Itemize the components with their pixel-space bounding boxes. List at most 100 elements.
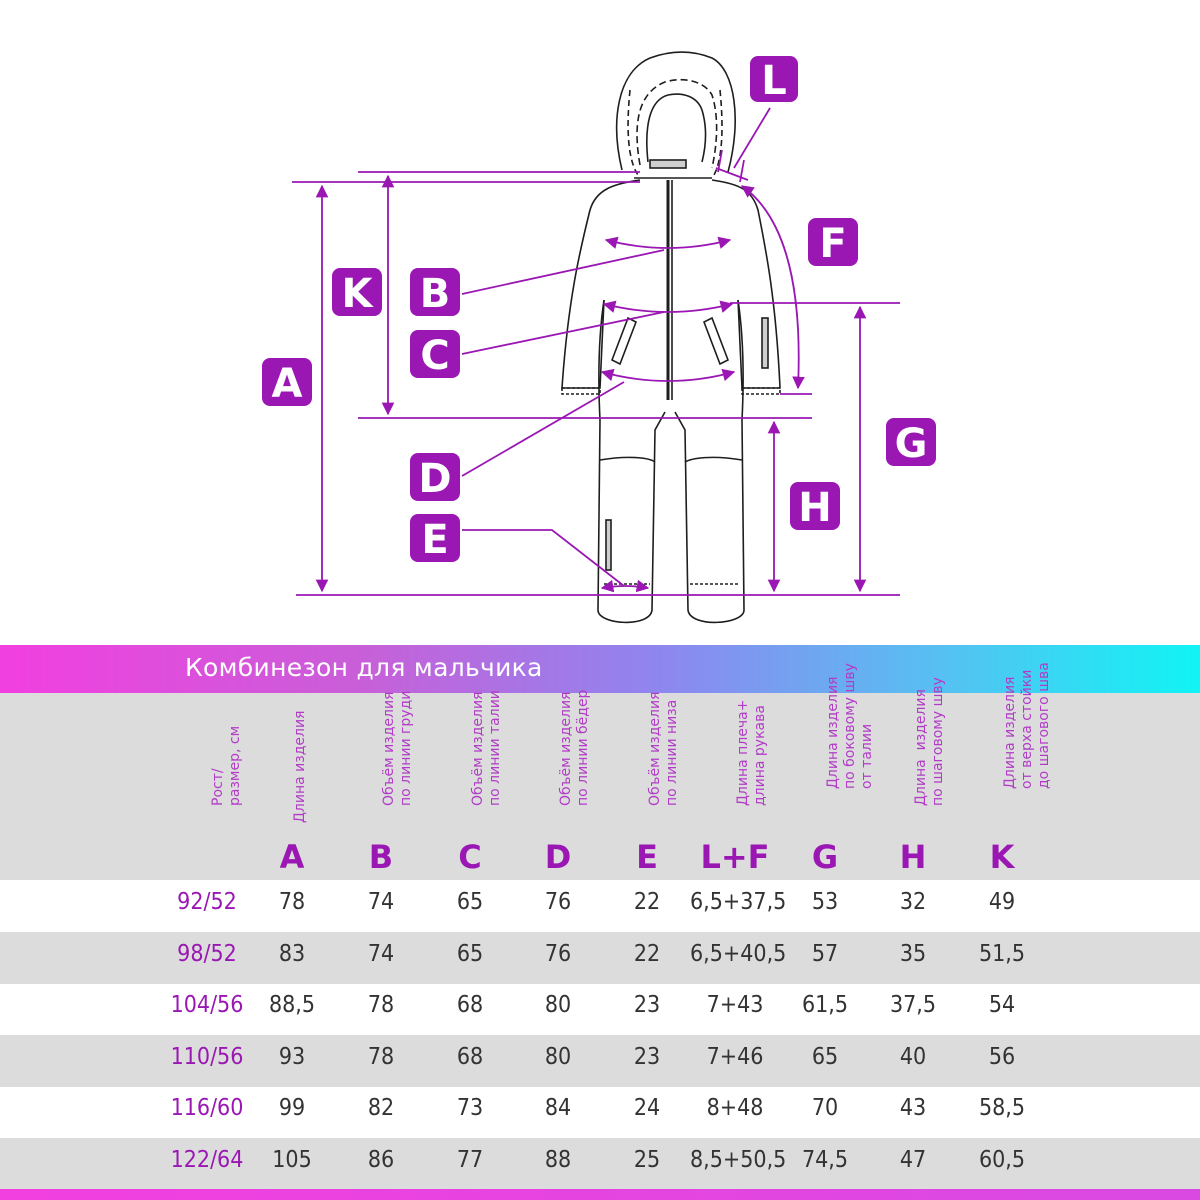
table-row: 116/60 99 82 73 84 24 8+48 70 43 58,5: [0, 1086, 1200, 1138]
column-header-h: Длина изделия по шаговому шву H: [868, 677, 958, 880]
column-letter: H: [899, 838, 927, 876]
value-cell: 25: [633, 1146, 661, 1173]
value-cell: 74: [367, 889, 395, 915]
b-chest-arc: [604, 236, 732, 249]
badge-g: G: [886, 418, 936, 467]
table-title: Комбинезон для мальчика: [185, 653, 543, 682]
value-cell: 68: [456, 1043, 484, 1070]
column-desc: Объём изделия по линии бёдер: [558, 689, 591, 806]
value-cell: 58,5: [978, 1095, 1026, 1121]
value-cell: 84: [544, 1095, 572, 1121]
column-letter: G: [811, 838, 839, 876]
value-cell: 61,5: [801, 992, 849, 1018]
column-header-g: Длина изделия по боковому шву от талии G: [780, 663, 875, 880]
c-waist-arc: [602, 300, 734, 313]
column-letter: D: [544, 838, 572, 876]
value-cell: 76: [544, 940, 572, 967]
badge-e: E: [410, 514, 460, 563]
value-cell: 43: [899, 1095, 927, 1121]
value-cell: 8+48: [706, 1095, 764, 1121]
badge-l: L: [750, 56, 798, 104]
value-cell: 8,5+50,5: [690, 1146, 787, 1173]
value-cell: 56: [988, 1043, 1016, 1070]
column-header-b: Объём изделия по линии груди B: [336, 691, 426, 880]
value-cell: 53: [811, 889, 839, 915]
column-desc: Объём изделия по линии низа: [647, 691, 680, 806]
value-cell: 54: [988, 992, 1016, 1018]
size-column-header: Рост/ размер, см: [165, 693, 255, 880]
value-cell: 99: [278, 1095, 306, 1121]
column-desc: Длина изделия от верха стойки до шаговог…: [1002, 662, 1052, 789]
svg-text:L: L: [761, 58, 787, 104]
value-cell: 65: [811, 1043, 839, 1070]
value-cell: 78: [367, 992, 395, 1018]
column-desc: Длина плеча+ длина рукава: [735, 699, 768, 806]
value-cell: 78: [367, 1043, 395, 1070]
size-cell: 116/60: [170, 1095, 244, 1121]
svg-text:F: F: [819, 221, 846, 267]
svg-text:E: E: [421, 517, 448, 563]
l-leader-line: [733, 107, 771, 169]
size-cell: 110/56: [170, 1043, 244, 1070]
value-cell: 78: [278, 889, 306, 915]
value-cell: 65: [456, 940, 484, 967]
svg-text:H: H: [798, 485, 831, 531]
value-cell: 74: [367, 940, 395, 967]
column-desc: Объём изделия по линии талии: [470, 690, 503, 806]
value-cell: 47: [899, 1146, 927, 1173]
b-leader-line: [461, 249, 665, 295]
e-hem-arc: [600, 579, 650, 593]
value-cell: 74,5: [801, 1146, 849, 1173]
e-leader-line: [462, 529, 625, 587]
c-leader-line: [461, 311, 665, 355]
badge-k: K: [332, 268, 382, 317]
value-cell: 49: [988, 889, 1016, 915]
l-shoulder-line: [715, 167, 749, 181]
value-cell: 65: [456, 889, 484, 915]
value-cell: 73: [456, 1095, 484, 1121]
value-cell: 57: [811, 940, 839, 967]
value-cell: 51,5: [978, 940, 1026, 967]
value-cell: 60,5: [978, 1146, 1026, 1173]
value-cell: 22: [633, 889, 661, 915]
value-cell: 7+46: [706, 1043, 764, 1070]
column-letter: A: [279, 838, 305, 876]
table-title-bar: Комбинезон для мальчика: [0, 645, 1200, 693]
svg-text:A: A: [272, 361, 303, 407]
value-cell: 88: [544, 1146, 572, 1173]
column-desc: Длина изделия: [292, 710, 308, 823]
value-cell: 82: [367, 1095, 395, 1121]
jumpsuit-illustration: [561, 51, 781, 624]
size-cell: 98/52: [177, 940, 237, 967]
value-cell: 80: [544, 1043, 572, 1070]
value-cell: 88,5: [268, 992, 316, 1018]
badge-c: C: [410, 330, 460, 379]
svg-text:G: G: [895, 421, 928, 467]
svg-text:B: B: [420, 271, 451, 317]
badge-b: B: [410, 268, 460, 317]
value-cell: 32: [899, 889, 927, 915]
value-cell: 80: [544, 992, 572, 1018]
badge-h: H: [790, 482, 840, 531]
value-cell: 22: [633, 940, 661, 967]
measurement-diagram: A K B C D E L F G H: [262, 51, 936, 624]
column-header-a: Длина изделия A: [247, 693, 337, 880]
value-cell: 24: [633, 1095, 661, 1121]
value-cell: 35: [899, 940, 927, 967]
column-header-e: Объём изделия по линии низа E: [602, 692, 692, 880]
column-letter: K: [989, 838, 1015, 876]
value-cell: 70: [811, 1095, 839, 1121]
value-cell: 6,5+37,5: [690, 889, 787, 915]
value-cell: 105: [272, 1146, 312, 1173]
column-letter: L+F: [700, 838, 770, 876]
column-letter: B: [368, 838, 394, 876]
column-header-lf: Длина плеча+ длина рукава L+F: [690, 693, 780, 880]
column-header-k: Длина изделия от верха стойки до шаговог…: [957, 662, 1052, 880]
measurement-lines: [292, 107, 900, 596]
value-cell: 86: [367, 1146, 395, 1173]
value-cell: 76: [544, 889, 572, 915]
